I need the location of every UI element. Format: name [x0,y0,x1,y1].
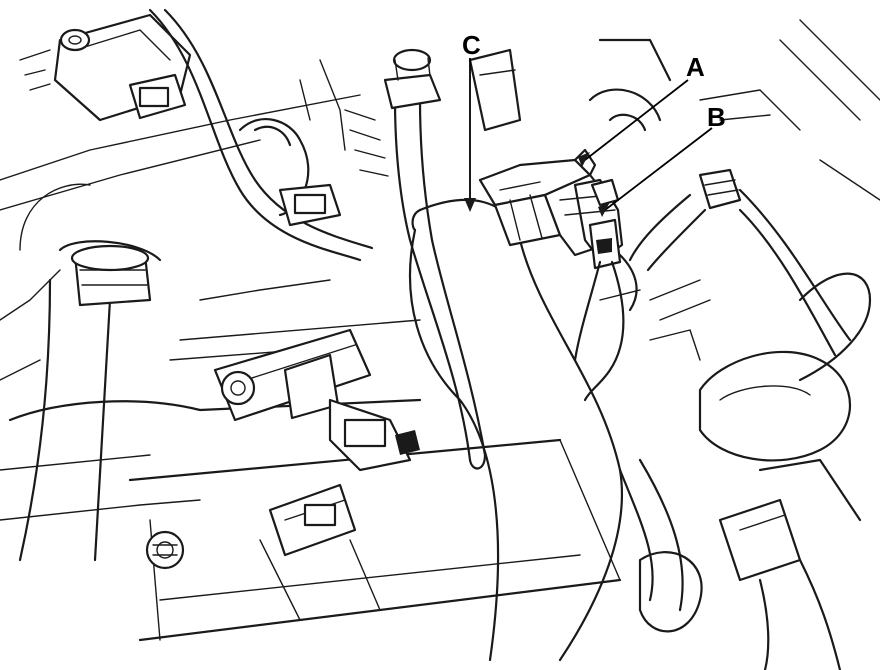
vacuum-hose [383,48,487,470]
upper-right-valve [468,38,672,132]
arrowhead-a [578,152,590,167]
arrowhead-b [598,202,610,217]
lower-clamp [259,483,381,621]
lower-sensor [213,328,420,472]
leader-b [604,127,713,211]
callout-b: B [707,102,726,132]
lower-bolt [145,530,185,570]
callout-a: A [686,52,705,82]
leader-a [584,79,689,161]
right-engine-parts [599,19,880,670]
callout-c: C [462,30,481,60]
callout-leaders [464,58,713,217]
main-hose [408,198,624,662]
arrowhead-c [464,198,476,212]
left-coolant-pipe [18,240,162,562]
wiring-harness [148,8,389,262]
connector-wires [573,253,638,402]
sensor-connector [478,148,624,270]
upper-sensor [19,13,192,122]
